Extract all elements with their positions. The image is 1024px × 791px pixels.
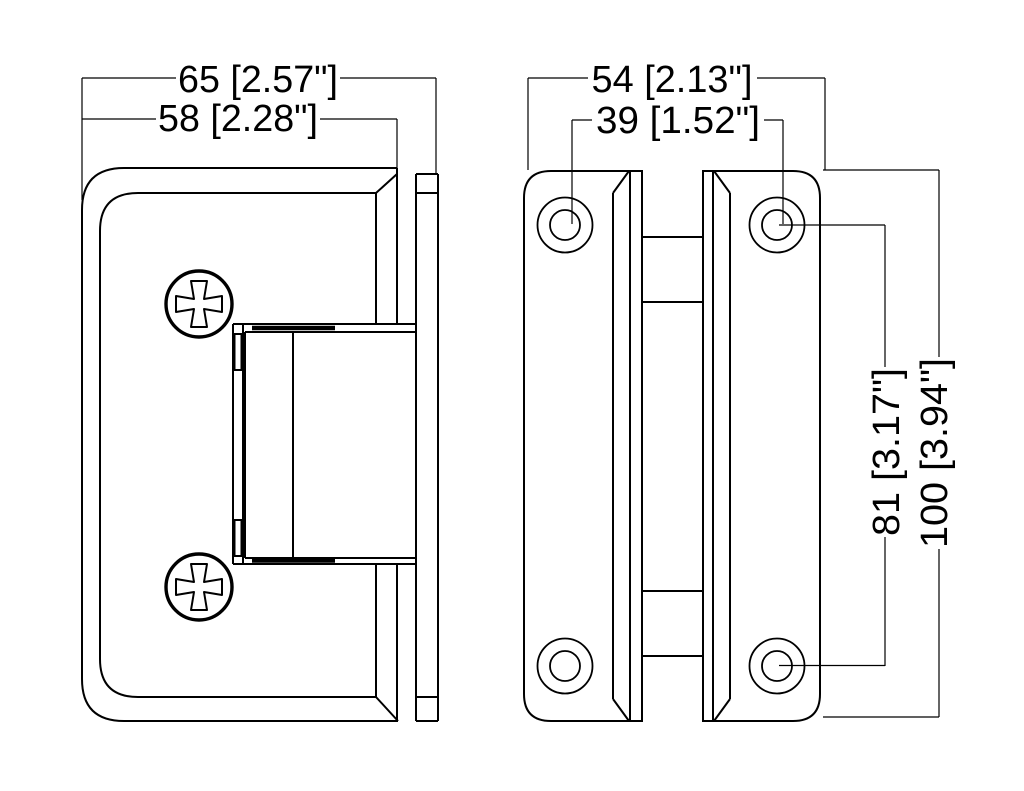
screw-bottom-phillips-icon <box>175 563 223 611</box>
front-view-right-plate <box>702 170 821 722</box>
side-view-inner-outline <box>99 192 377 698</box>
front-view-hinge-knuckles <box>642 236 703 657</box>
side-view-glass-plate-edge <box>415 173 439 722</box>
side-view-outer-outline <box>81 167 398 722</box>
dim-39-lines <box>571 119 784 224</box>
side-view-clamp-block <box>244 331 416 559</box>
front-view-dimensions: 54 [2.13"] 39 [1.52"] 81 [3.17"] 100 [3.… <box>527 59 956 718</box>
dim-54-label: 54 [2.13"] <box>592 59 753 101</box>
dim-81-lines <box>779 224 886 667</box>
dim-100-lines <box>823 169 940 718</box>
side-view-chamfer-edges <box>375 173 399 722</box>
screw-top-phillips-icon <box>175 280 223 328</box>
side-view-dimensions: 65 [2.57"] 58 [2.28"] <box>81 59 437 200</box>
front-view-left-plate <box>523 170 643 722</box>
mount-hole-bottom-left <box>536 637 594 695</box>
side-view-clamp-lips <box>233 323 416 565</box>
screw-top <box>164 269 234 339</box>
dim-58-label: 58 [2.28"] <box>158 98 318 140</box>
dim-65-lines <box>81 77 437 200</box>
screw-bottom <box>164 552 234 622</box>
dim-39-label: 39 [1.52"] <box>596 100 760 142</box>
dim-100-label: 100 [3.94"] <box>914 358 956 548</box>
dim-65-label: 65 [2.57"] <box>178 59 338 101</box>
side-view-clamp-edge-strip <box>232 324 244 564</box>
side-view <box>81 167 439 722</box>
dim-81-label: 81 [3.17"] <box>866 368 908 536</box>
mount-hole-top-left <box>536 196 594 254</box>
dim-54-lines <box>527 77 826 170</box>
dim-58-lines <box>82 118 398 168</box>
front-view <box>523 170 821 722</box>
